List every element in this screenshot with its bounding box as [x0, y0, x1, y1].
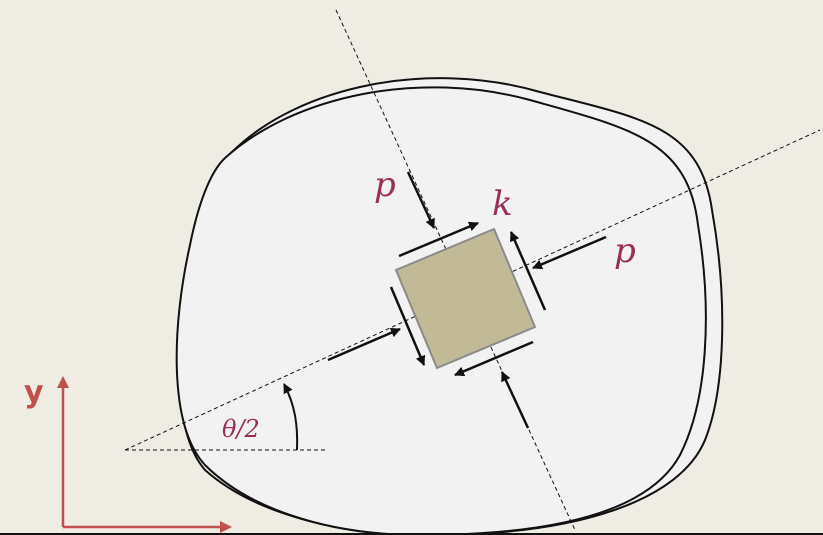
label-pressure-top: p	[374, 165, 396, 205]
label-angle: θ/2	[222, 415, 260, 443]
dashed-axis-rotated-1	[335, 9, 576, 531]
shear-arrow-bottom	[454, 340, 534, 377]
pressure-arrow-right	[532, 235, 607, 270]
label-y-axis: y	[24, 375, 44, 410]
shear-arrow-right	[509, 231, 547, 311]
shear-arrow-top	[398, 221, 479, 258]
label-pressure-right: p	[614, 231, 636, 271]
pressure-arrow-bottom	[500, 371, 530, 429]
angle-arc	[283, 383, 299, 451]
shear-arrow-left	[389, 286, 426, 366]
pressure-arrow-top	[406, 171, 436, 229]
stress-element	[394, 227, 537, 370]
label-element-k: k	[492, 184, 513, 224]
dashed-axis-rotated-2	[124, 129, 821, 451]
pressure-arrow-left	[327, 327, 401, 362]
